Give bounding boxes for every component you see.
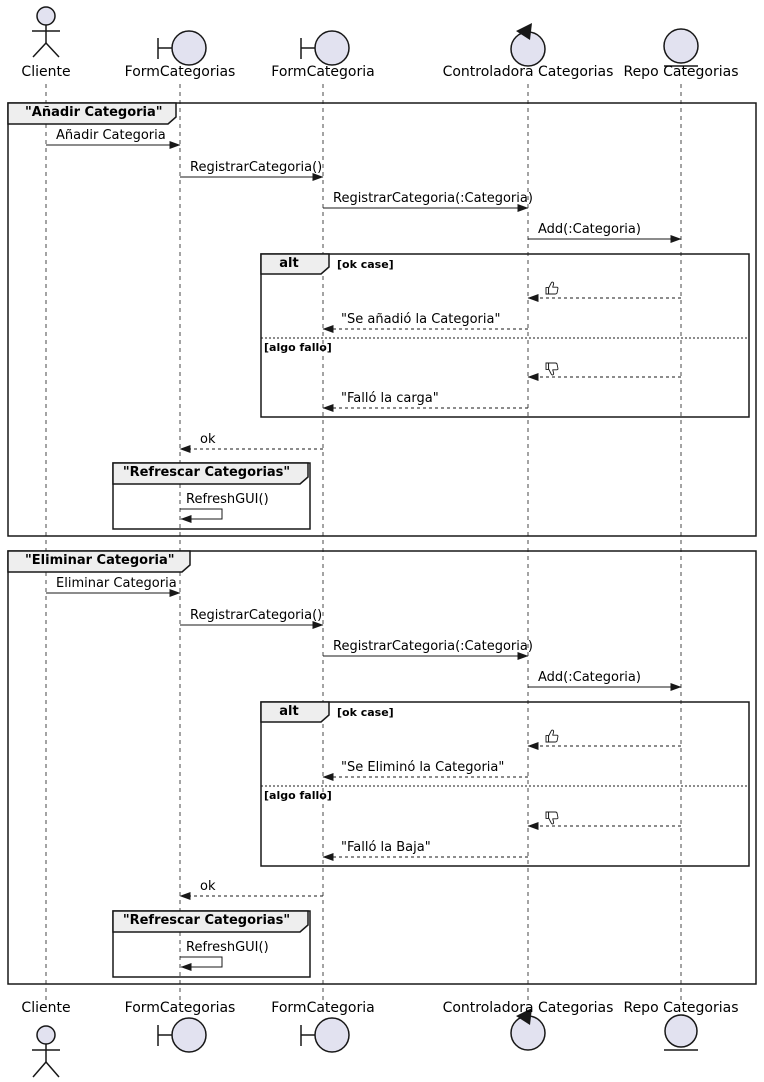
actor-icon <box>32 6 60 58</box>
message-label: ok <box>200 879 216 894</box>
message-label: ok <box>200 432 216 447</box>
message-label: Add(:Categoria) <box>538 222 641 237</box>
guard-label: [algo fallo] <box>264 341 332 354</box>
return-arrows <box>179 294 681 900</box>
control-icon-bottom <box>510 1008 546 1051</box>
participant-label-cliente: Cliente <box>21 64 71 80</box>
boundary-icon-bottom <box>157 1017 207 1053</box>
alt-pentagon <box>260 253 330 275</box>
message-label: RefreshGUI() <box>186 940 269 955</box>
participant-label-repo: Repo Categorias <box>623 64 739 80</box>
alt-frame-2 <box>260 701 750 867</box>
boundary-icon <box>157 30 207 66</box>
message-label: "Falló la carga" <box>341 391 439 406</box>
self-arrow-refresh-2 <box>180 956 223 971</box>
message-label: RefreshGUI() <box>186 492 269 507</box>
frame-eliminar-categoria <box>7 550 757 985</box>
alt-operator-label: alt <box>279 704 299 719</box>
guard-label: [ok case] <box>337 706 394 719</box>
frame-anadir-categoria <box>7 102 757 537</box>
message-label: Eliminar Categoria <box>56 576 177 591</box>
message-label: "Se Eliminó la Categoria" <box>341 760 505 775</box>
message-label: RegistrarCategoria() <box>190 608 323 623</box>
control-icon <box>510 23 546 67</box>
participant-label-repo-bottom: Repo Categorias <box>623 1000 739 1016</box>
frame-title: "Eliminar Categoria" <box>25 553 175 568</box>
message-label: Add(:Categoria) <box>538 670 641 685</box>
frame-title-pentagon <box>7 102 177 125</box>
solid-arrows <box>46 141 682 691</box>
thumbs-down-icon <box>545 811 559 825</box>
message-label: "Falló la Baja" <box>341 840 431 855</box>
message-label: RegistrarCategoria() <box>190 160 323 175</box>
message-label: "Se añadió la Categoria" <box>341 312 501 327</box>
frame-title: "Refrescar Categorias" <box>122 465 291 480</box>
alt-frame-1 <box>260 253 750 418</box>
message-label: RegistrarCategoria(:Categoria) <box>333 639 533 654</box>
guard-label: [algo fallo] <box>264 789 332 802</box>
actor-icon-bottom <box>32 1025 60 1078</box>
participant-label-controladora: Controladora Categorias <box>442 64 614 80</box>
frame-refrescar-1 <box>112 462 311 530</box>
boundary-icon <box>300 30 350 66</box>
frame-title-pentagon <box>112 910 309 933</box>
message-label: RegistrarCategoria(:Categoria) <box>333 191 533 206</box>
self-arrows <box>180 508 223 971</box>
thumbs-up-icon <box>545 729 559 743</box>
self-arrow-refresh-1 <box>180 508 223 523</box>
frame-title-pentagon <box>7 550 191 573</box>
entity-icon <box>663 28 699 67</box>
frame-title-pentagon <box>112 462 309 485</box>
participant-label-formcategoria-bottom: FormCategoria <box>271 1000 375 1016</box>
participant-label-cliente-bottom: Cliente <box>21 1000 71 1016</box>
entity-icon-bottom <box>664 1014 698 1051</box>
frame-title: "Añadir Categoria" <box>25 105 163 120</box>
message-label: Añadir Categoria <box>56 128 166 143</box>
participant-label-formcategorias: FormCategorias <box>124 64 236 80</box>
participant-label-formcategoria: FormCategoria <box>271 64 375 80</box>
boundary-icon-bottom <box>300 1017 350 1053</box>
participant-label-formcategorias-bottom: FormCategorias <box>124 1000 236 1016</box>
frame-title: "Refrescar Categorias" <box>122 913 291 928</box>
participant-label-controladora-bottom: Controladora Categorias <box>442 1000 614 1016</box>
frame-refrescar-2 <box>112 910 311 978</box>
thumbs-down-icon <box>545 362 559 376</box>
alt-operator-label: alt <box>279 256 299 271</box>
guard-label: [ok case] <box>337 258 394 271</box>
thumbs-up-icon <box>545 281 559 295</box>
alt-pentagon <box>260 701 330 723</box>
